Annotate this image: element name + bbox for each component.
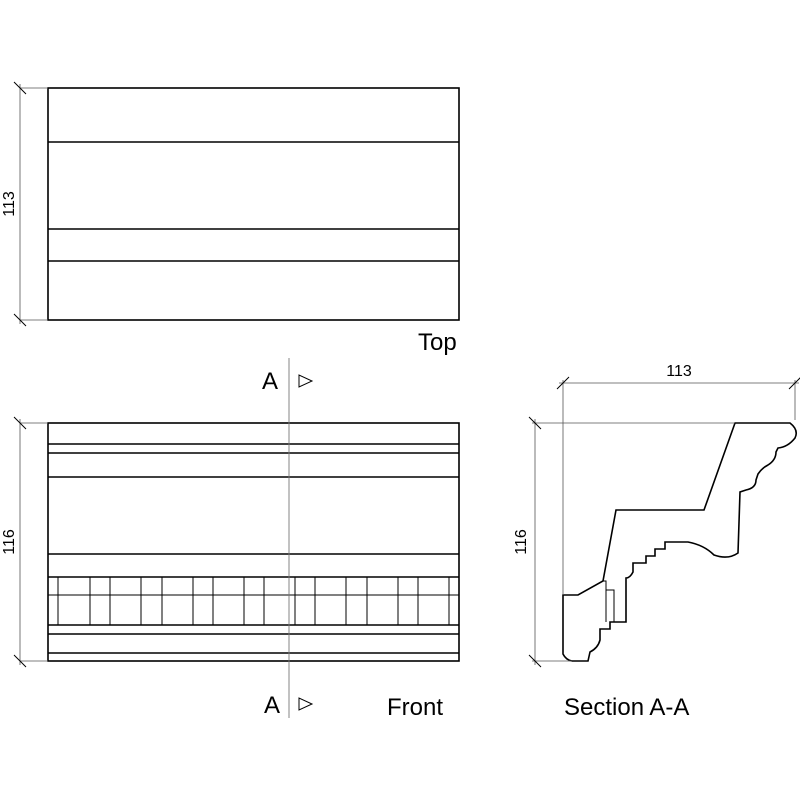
top-view-label: Top (418, 329, 457, 356)
section-profile (562, 422, 797, 662)
front-dimension: 116 (1, 416, 48, 668)
section-marker-letter-bottom: A (264, 692, 280, 719)
section-width-text: 113 (666, 363, 692, 380)
top-dimension-text: 113 (1, 191, 18, 217)
section-height-text: 116 (513, 529, 530, 555)
top-view-outline (47, 87, 460, 321)
section-cut-line: A A (262, 358, 314, 719)
dentil-row (48, 577, 459, 625)
top-dimension: 113 (1, 81, 48, 327)
section-profile-outline (562, 422, 797, 662)
front-dimension-text: 116 (1, 529, 18, 555)
section-arrow-icon (298, 697, 314, 711)
front-view-label: Front (387, 694, 443, 721)
section-arrow-icon (298, 374, 314, 388)
section-marker-letter-top: A (262, 368, 278, 395)
section-width-dimension: 113 (556, 363, 800, 595)
section-profile-detail (606, 589, 615, 622)
section-height-dimension: 116 (513, 416, 735, 668)
section-view-label: Section A-A (564, 694, 689, 721)
front-view (47, 422, 460, 662)
section-profile-detail (603, 580, 607, 622)
front-view-outline (47, 422, 460, 662)
top-view (47, 87, 460, 321)
